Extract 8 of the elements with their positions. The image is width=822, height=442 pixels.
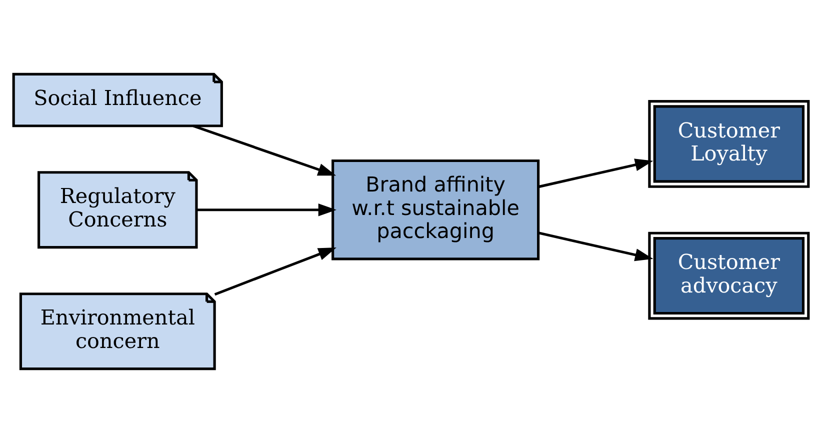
node-box: Brand affinity w.r.t sustainable pacckaging (332, 158, 540, 260)
arrow (538, 231, 654, 261)
node-box: Customer Loyalty (648, 100, 810, 188)
arrow (214, 247, 336, 296)
arrow (538, 158, 654, 188)
arrow (192, 124, 336, 176)
arrow (196, 203, 336, 216)
node-box: Customer advocacy (648, 231, 810, 320)
